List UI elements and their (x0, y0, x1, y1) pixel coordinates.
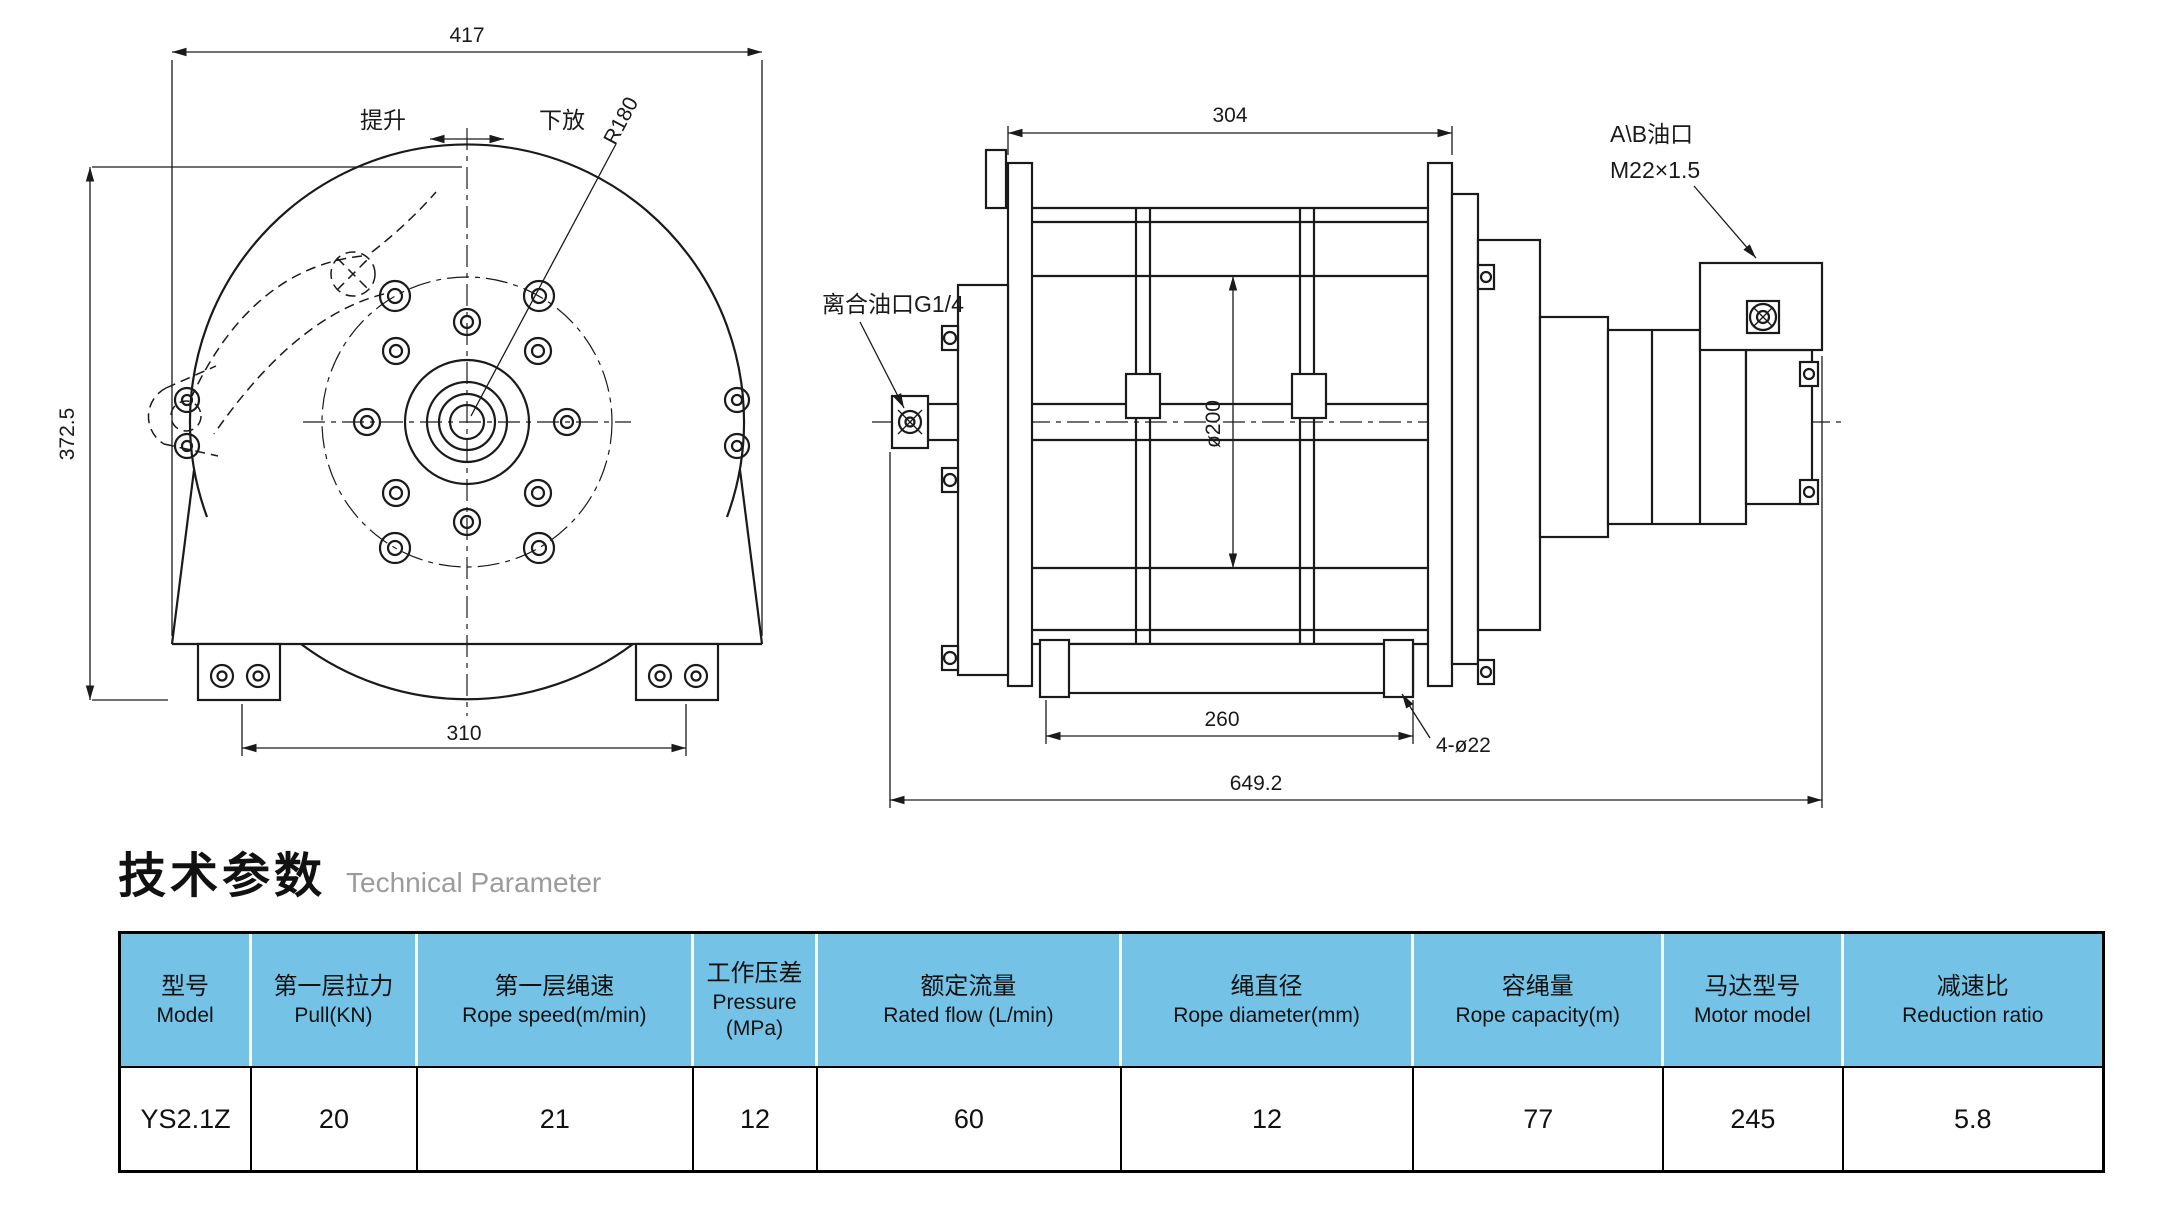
lifting-lug (984, 148, 1008, 210)
header-rope-capacity: 容绳量 Rope capacity(m) (1414, 934, 1665, 1066)
label-ab-thread: M22×1.5 (1610, 157, 1700, 183)
header-pressure-cn: 工作压差 (706, 959, 803, 987)
value-rope-diameter: 12 (1121, 1068, 1415, 1170)
left-flange (1006, 161, 1034, 688)
header-rope-speed: 第一层绳速 Rope speed(m/min) (417, 934, 694, 1066)
label-holes: 4-ø22 (1436, 734, 1491, 757)
table-value-row: YS2.1Z 20 21 12 60 12 77 245 5.8 (121, 1068, 2102, 1170)
header-rope-diameter-en: Rope diameter(mm) (1173, 1004, 1360, 1028)
header-rope-capacity-cn: 容绳量 (1501, 972, 1574, 1000)
section-title-en: Technical Parameter (346, 867, 602, 898)
value-pull: 20 (252, 1068, 418, 1170)
dim-overall-length: 649.2 (889, 356, 1823, 808)
dim-overall-length-text: 649.2 (1230, 772, 1283, 795)
front-view: 提升 下放 R180 417 372.5 310 (56, 24, 764, 756)
header-reduction-ratio: 减速比 Reduction ratio (1843, 934, 2102, 1066)
clutch-shaft (890, 394, 960, 450)
dim-drum-diameter: ø200 (1202, 276, 1238, 568)
label-lift: 提升 (360, 107, 406, 133)
dim-foot-span: 310 (241, 704, 687, 756)
technical-drawing: 提升 下放 R180 417 372.5 310 (56, 24, 1845, 808)
header-rated-flow: 额定流量 Rated flow (L/min) (818, 934, 1122, 1066)
header-reduction-ratio-en: Reduction ratio (1902, 1004, 2044, 1028)
label-radius: R180 (599, 93, 643, 148)
dim-base-span: 260 (1045, 700, 1414, 744)
header-motor-model-en: Motor model (1694, 1004, 1811, 1028)
header-rated-flow-en: Rated flow (L/min) (883, 1004, 1054, 1028)
label-ab-port: A\B油口 (1610, 121, 1693, 147)
ab-port-callout: A\B油口 M22×1.5 (1610, 121, 1757, 259)
hole-callout: 4-ø22 (1401, 693, 1491, 757)
dim-front-height: 372.5 (56, 166, 462, 701)
base-frame (1038, 638, 1415, 699)
dim-width-text: 417 (449, 24, 484, 47)
header-pull-cn: 第一层拉力 (273, 972, 394, 1000)
dim-drum-length: 304 (1007, 104, 1453, 155)
side-view: 304 ø200 260 649.2 4-ø22 离合油口G1/4 (822, 104, 1845, 808)
value-rope-capacity: 77 (1414, 1068, 1665, 1170)
value-rated-flow: 60 (818, 1068, 1122, 1170)
value-model: YS2.1Z (121, 1068, 253, 1170)
header-motor-model: 马达型号 Motor model (1664, 934, 1844, 1066)
header-pull-en: Pull(KN) (294, 1004, 373, 1028)
value-motor-model: 245 (1664, 1068, 1844, 1170)
table-header-row: 型号 Model 第一层拉力 Pull(KN) 第一层绳速 Rope speed… (121, 934, 2102, 1068)
radius-leader: R180 (470, 93, 643, 417)
label-clutch-port: 离合油口G1/4 (822, 291, 964, 317)
value-pressure: 12 (693, 1068, 819, 1170)
left-bracket (940, 283, 1010, 677)
header-pressure: 工作压差 Pressure (MPa) (693, 934, 819, 1066)
header-reduction-ratio-cn: 减速比 (1936, 972, 2009, 1000)
section-title-cn: 技术参数 (118, 850, 327, 903)
header-model: 型号 Model (121, 934, 253, 1066)
header-motor-model-cn: 马达型号 (1704, 972, 1801, 1000)
dim-base-span-text: 260 (1204, 708, 1239, 731)
header-pull: 第一层拉力 Pull(KN) (252, 934, 418, 1066)
label-lower: 下放 (539, 107, 585, 133)
motor-assembly (1450, 192, 1824, 686)
value-reduction-ratio: 5.8 (1843, 1068, 2102, 1170)
clutch-port-callout: 离合油口G1/4 (822, 291, 964, 409)
header-model-en: Model (156, 1004, 214, 1028)
header-rope-speed-en: Rope speed(m/min) (462, 1004, 647, 1028)
dim-front-width: 417 (171, 24, 763, 636)
header-rope-diameter-cn: 绳直径 (1230, 972, 1303, 1000)
header-rope-capacity-en: Rope capacity(m) (1455, 1004, 1621, 1028)
dim-foot-span-text: 310 (446, 722, 481, 745)
drum (956, 206, 1428, 646)
right-flange (1426, 161, 1454, 688)
dim-height-text: 372.5 (56, 408, 79, 461)
drum-hub (403, 358, 531, 486)
value-rope-speed: 21 (417, 1068, 694, 1170)
parameter-table: 型号 Model 第一层拉力 Pull(KN) 第一层绳速 Rope speed… (118, 931, 2105, 1173)
dim-drum-length-text: 304 (1212, 104, 1247, 127)
section-title: 技术参数 Technical Parameter (118, 836, 601, 906)
header-pressure-en: Pressure (MPa) (712, 990, 797, 1041)
header-rated-flow-cn: 额定流量 (920, 972, 1017, 1000)
header-rope-speed-cn: 第一层绳速 (494, 972, 615, 1000)
header-model-cn: 型号 (161, 972, 210, 1000)
header-rope-diameter: 绳直径 Rope diameter(mm) (1121, 934, 1415, 1066)
mounting-feet (196, 642, 720, 702)
rotation-arrows: 提升 下放 (360, 107, 585, 144)
dim-drum-diameter-text: ø200 (1202, 400, 1225, 448)
rope-path-hidden (147, 191, 437, 457)
side-plate-bolts (173, 386, 751, 460)
